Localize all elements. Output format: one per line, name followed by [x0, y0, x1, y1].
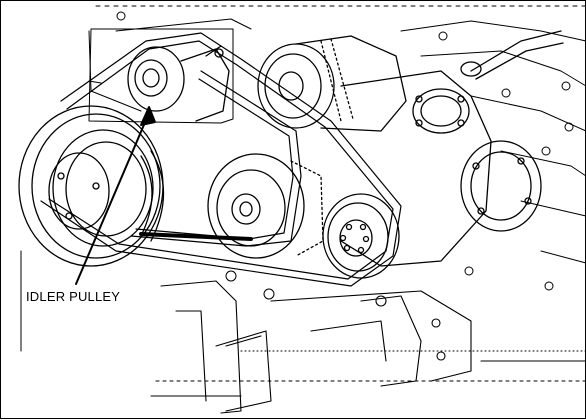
- water-pump-pulley: [207, 153, 324, 259]
- compressor-pulley: [322, 193, 400, 279]
- alternator: [257, 35, 407, 132]
- engine-block-outline: [20, 5, 586, 362]
- callout-leader: [75, 106, 156, 285]
- mounting-frame: [150, 280, 586, 414]
- crankshaft-pulley: [18, 105, 165, 267]
- compressor: [340, 30, 564, 267]
- idler-pulley: [127, 45, 230, 122]
- idler-pulley-label: IDLER PULLEY: [26, 289, 121, 304]
